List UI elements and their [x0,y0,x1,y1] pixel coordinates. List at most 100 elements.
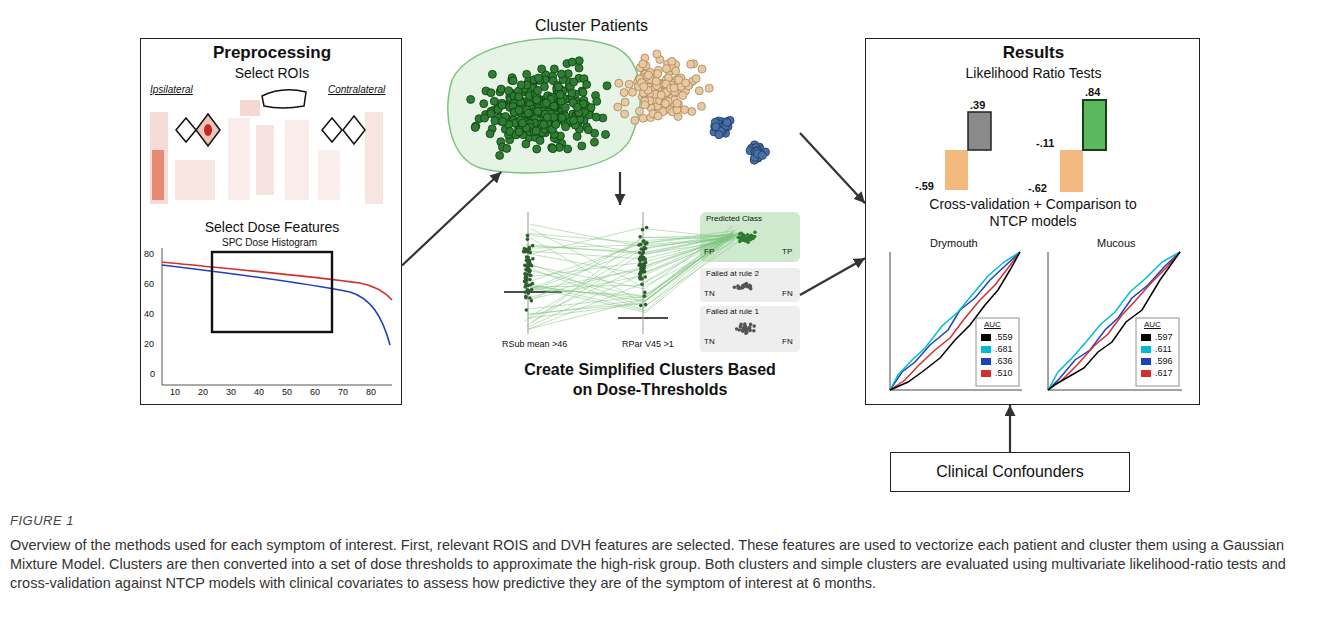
patient-dot [526,262,530,266]
patient-dot [739,231,743,235]
patient-dot [568,89,576,97]
patient-dot [644,247,648,251]
patient-dot [488,70,496,78]
axis-tick: 40 [254,388,264,398]
illustration-shape [1048,252,1180,390]
legend-text: .510 [995,369,1013,379]
axis-tick: 0 [150,370,155,380]
legend-text: .611 [1155,345,1172,355]
axis-tick: 20 [144,340,154,350]
illustration-shape [945,150,968,190]
patient-dot [480,100,488,108]
legend-entry: .597 [1141,333,1173,343]
illustration-shape [968,112,991,150]
patient-dot [587,104,595,112]
axis-tick: 30 [226,388,236,398]
patient-dot [644,71,652,79]
patient-dot [487,89,495,97]
bar-value: -.59 [915,180,934,192]
patient-dot [744,239,748,243]
illustration-shape [285,120,309,200]
node-subheading: Cross-validation + Comparison to NTCP mo… [923,196,1143,230]
patient-dot [561,123,569,131]
rule-line [524,236,736,299]
patient-dot [741,330,745,334]
axis-tick: 60 [144,280,154,290]
patient-dot [640,266,644,270]
patient-dot [688,107,696,115]
rule-line [531,229,734,287]
patient-dot [744,325,748,329]
patient-dot [661,100,669,108]
patient-dot [644,303,648,307]
patient-dot [490,97,498,105]
patient-dot [524,109,532,117]
patient-dot [642,239,646,243]
patient-dot [538,65,546,73]
patient-dot [531,257,535,261]
patient-dot [533,96,541,104]
patient-dot [583,80,591,88]
patient-dot [712,123,720,131]
legend-swatch [1141,334,1151,341]
illustration-shape [150,112,168,204]
patient-dot [522,250,526,254]
patient-dot [742,235,746,239]
patient-dot [670,84,678,92]
patient-dot [471,123,479,131]
patient-dot [592,113,600,121]
patient-dot [522,250,526,254]
rule-line [528,235,742,291]
legend-text: .596 [1155,357,1173,367]
patient-dot [570,116,578,124]
legend-text: .636 [995,357,1013,367]
patient-dot [631,116,639,124]
patient-dot [733,285,737,289]
patient-dot [747,235,751,239]
patient-dot [748,326,752,330]
patient-dot [525,273,529,277]
illustration-shape [890,252,891,390]
patient-dot [519,119,527,127]
patient-dot [645,226,649,230]
patient-dot [522,140,530,148]
illustration-shape [890,390,1022,391]
legend-entry: .636 [981,357,1013,367]
threshold-rules [504,212,800,352]
patient-dot [578,142,586,150]
patient-dot [499,118,507,126]
patient-dot [531,282,535,286]
dose-histogram [162,248,392,385]
patient-dot [638,251,642,255]
legend-swatch [981,358,991,365]
patient-dot [695,87,703,95]
illustration-shape [890,252,1020,390]
patient-dot [557,70,565,78]
legend-entry: .596 [1141,357,1173,367]
illustration-shape [162,385,392,386]
patient-dot [534,74,542,82]
patient-dot [641,101,649,109]
patient-dot [643,246,647,250]
patient-dot [752,329,756,333]
patient-dot [575,64,583,72]
patient-dot [528,278,532,282]
patient-dot [534,86,542,94]
patient-dot [653,50,661,58]
rule-label: TN [704,290,715,299]
patient-dot [745,282,749,286]
patient-dot [552,120,560,128]
patient-dot [575,57,583,65]
illustration-shape [196,114,220,146]
illustration-shape [212,252,332,332]
side-label: Ipsilateral [150,84,193,95]
patient-dot [753,235,757,239]
patient-dot [654,112,662,120]
rule-label: Predicted Class [706,215,762,224]
rule-label: RSub mean >46 [502,340,567,350]
illustration-shape [175,160,215,200]
patient-dot [697,102,705,110]
patient-dot [749,323,753,327]
node-heading: Clinical Confounders [936,462,1084,482]
rule-line [530,232,739,298]
